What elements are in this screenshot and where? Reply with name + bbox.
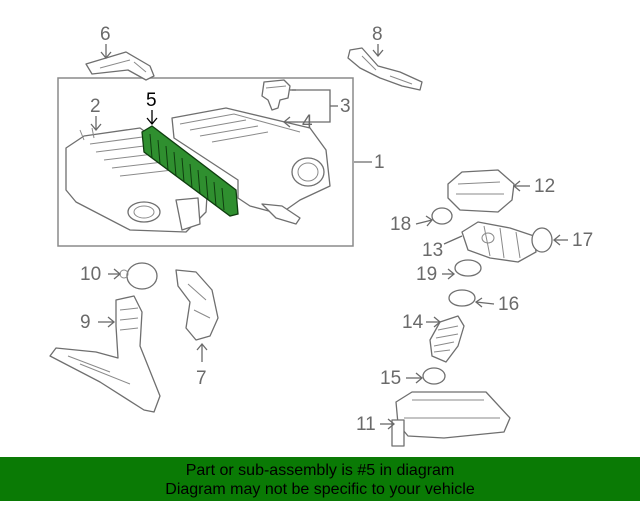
part-10-ring[interactable]	[126, 262, 158, 290]
callout-11: 11	[356, 414, 376, 435]
part-16-clamp[interactable]	[448, 289, 476, 307]
callout-1: 1	[374, 152, 385, 173]
part-14-hose[interactable]	[429, 315, 465, 363]
callout-13: 13	[422, 240, 443, 261]
part-5-air-filter-element[interactable]	[141, 125, 239, 217]
parts-diagram: 6 8 2 5 3 4 1 12 18 13 17 19 16 14 15 11…	[49, 24, 593, 447]
part-11-lower-housing[interactable]	[391, 391, 511, 447]
part-1-air-cleaner-case[interactable]	[171, 107, 331, 225]
part-6-bracket[interactable]	[85, 51, 155, 81]
notice-banner: Part or sub-assembly is #5 in diagram Di…	[0, 457, 640, 501]
callout-12: 12	[534, 176, 555, 197]
callout-19: 19	[416, 264, 437, 285]
callout-17: 17	[572, 230, 593, 251]
part-18-clamp[interactable]	[431, 207, 453, 225]
part-7-bracket[interactable]	[175, 269, 219, 341]
leader-lines	[90, 44, 568, 430]
part-13-intake-hose[interactable]	[461, 221, 537, 263]
part-12-resonator[interactable]	[447, 169, 515, 213]
callout-16: 16	[498, 294, 519, 315]
part-8-bracket[interactable]	[347, 47, 423, 91]
callout-5: 5	[146, 90, 157, 111]
callout-7: 7	[196, 368, 207, 389]
callout-14: 14	[402, 312, 424, 333]
part-15-clamp[interactable]	[422, 367, 446, 385]
assembly-frame	[57, 77, 354, 247]
part-9-air-duct[interactable]	[49, 295, 161, 413]
part-19-ring[interactable]	[454, 259, 482, 277]
part-3-sensor[interactable]	[261, 79, 291, 111]
callout-4: 4	[302, 112, 313, 133]
part-17-clamp[interactable]	[531, 227, 553, 253]
filter-element-pleats	[149, 133, 225, 211]
callout-9: 9	[80, 312, 91, 333]
callout-6: 6	[100, 24, 111, 45]
callout-3: 3	[340, 96, 351, 117]
callout-18: 18	[390, 214, 411, 235]
callout-2: 2	[90, 96, 101, 117]
banner-line-1: Part or sub-assembly is #5 in diagram	[185, 462, 455, 479]
callout-15: 15	[380, 368, 401, 389]
callout-8: 8	[372, 24, 383, 45]
callout-labels: 6 8 2 5 3 4 1 12 18 13 17 19 16 14 15 11…	[80, 24, 593, 435]
callout-10: 10	[80, 264, 101, 285]
banner-line-2: Diagram may not be specific to your vehi…	[165, 481, 475, 498]
